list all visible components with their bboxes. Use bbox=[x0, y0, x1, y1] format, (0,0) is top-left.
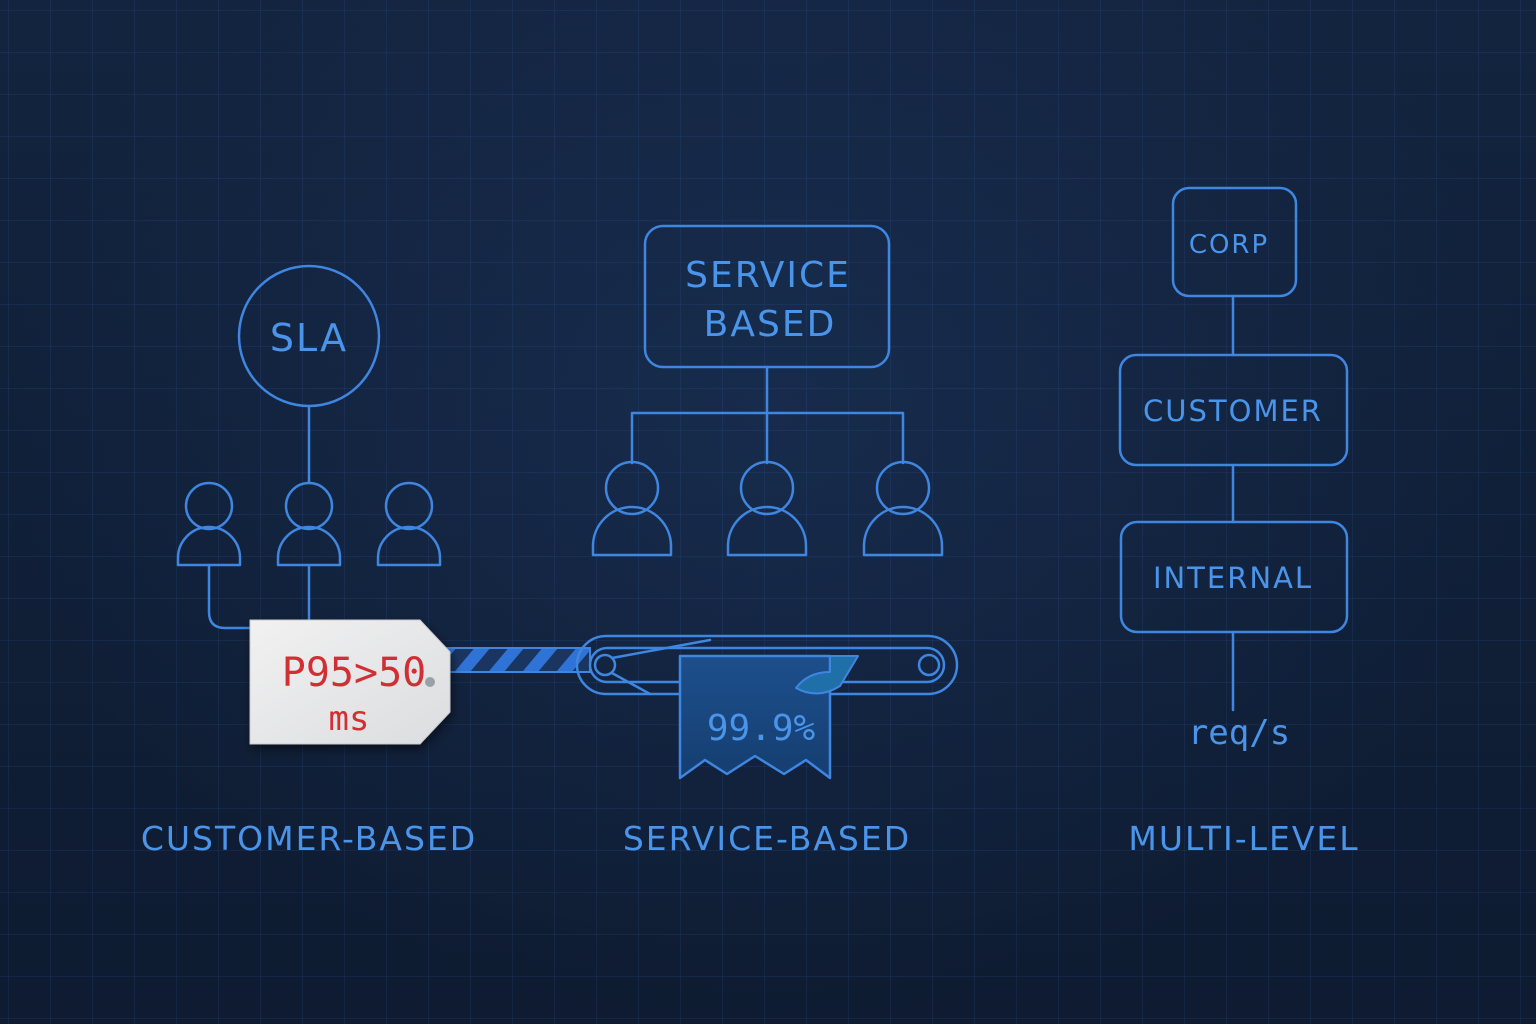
level-label-corp: CORP bbox=[1189, 230, 1269, 260]
service-based-section: SERVICE BASED bbox=[575, 224, 959, 858]
user-to-tag-connector bbox=[207, 563, 254, 630]
multi-level-caption: MULTI-LEVEL bbox=[1128, 819, 1359, 858]
service-user-icon-1 bbox=[591, 460, 673, 557]
level-label-internal: INTERNAL bbox=[1153, 561, 1313, 595]
sla-node-label: SLA bbox=[270, 316, 348, 360]
service-user-icon-3 bbox=[862, 460, 944, 557]
multi-level-section: CORP CUSTOMER INTERNAL req/s MULTI-LEVEL bbox=[1118, 186, 1359, 858]
striped-link-bar bbox=[439, 647, 591, 673]
latency-tag-unit: ms bbox=[329, 699, 370, 739]
latency-tag-value: P95>50 bbox=[282, 650, 427, 696]
conveyor-belt bbox=[575, 634, 959, 696]
service-box-line1: SERVICE bbox=[685, 255, 851, 296]
service-user-icon-2 bbox=[726, 460, 808, 557]
customer-based-caption: CUSTOMER-BASED bbox=[141, 819, 477, 858]
level-label-customer: CUSTOMER bbox=[1143, 394, 1323, 428]
level-box-corp bbox=[1171, 186, 1298, 298]
customer-user-icon-3 bbox=[376, 481, 442, 567]
service-based-caption: SERVICE-BASED bbox=[623, 819, 911, 858]
conveyor-roller-right bbox=[917, 653, 941, 677]
latency-tag bbox=[249, 619, 451, 745]
customer-user-icon-1 bbox=[176, 481, 242, 567]
service-box-line2: BASED bbox=[704, 304, 837, 345]
req-per-second-label: req/s bbox=[1188, 713, 1290, 753]
availability-badge bbox=[678, 654, 859, 780]
service-tree-connector bbox=[630, 365, 905, 465]
conveyor-roller-left bbox=[593, 653, 617, 677]
customer-user-icon-2 bbox=[276, 481, 342, 567]
service-based-box bbox=[643, 224, 891, 369]
customer-based-section: SLA P95>50 ms bbox=[141, 264, 591, 858]
availability-value: 99.9% bbox=[707, 708, 816, 749]
